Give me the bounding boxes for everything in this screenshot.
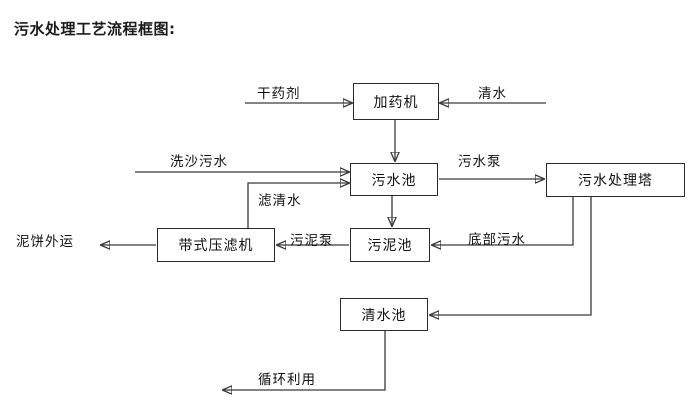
edge-label-filtered-water: 滤清水 bbox=[258, 193, 302, 209]
edge-label-sludge-pump: 污泥泵 bbox=[290, 233, 334, 249]
node-clean-water-pool[interactable]: 清水池 bbox=[340, 298, 428, 331]
node-label-belt-filter-press: 带式压滤机 bbox=[178, 238, 254, 254]
edge-label-clean-water: 清水 bbox=[478, 86, 507, 102]
edge-label-sewage-pump: 污水泵 bbox=[458, 154, 502, 170]
node-wastewater-pool[interactable]: 污水池 bbox=[350, 163, 438, 196]
edge-label-dry-chemical: 干药剂 bbox=[257, 86, 301, 102]
node-label-treatment-tower: 污水处理塔 bbox=[578, 173, 653, 189]
node-label-wastewater-pool: 污水池 bbox=[371, 172, 417, 189]
node-treatment-tower[interactable]: 污水处理塔 bbox=[546, 163, 685, 197]
node-label-clean-water-pool: 清水池 bbox=[361, 307, 407, 324]
node-sludge-pool[interactable]: 污泥池 bbox=[350, 228, 430, 262]
connector-tower-to-clean-water-pool bbox=[430, 197, 592, 315]
node-label-dosing-machine: 加药机 bbox=[373, 94, 419, 111]
node-belt-filter-press[interactable]: 带式压滤机 bbox=[157, 228, 275, 262]
edge-label-mud-cake-transport: 泥饼外运 bbox=[16, 234, 74, 250]
edge-label-recycling-reuse: 循环利用 bbox=[258, 372, 316, 388]
edge-label-bottom-sewage: 底部污水 bbox=[468, 232, 526, 248]
node-dosing-machine[interactable]: 加药机 bbox=[353, 83, 439, 120]
edge-label-sand-wash-sewage: 洗沙污水 bbox=[170, 154, 228, 170]
page-title: 污水处理工艺流程框图: bbox=[14, 20, 176, 38]
node-label-sludge-pool: 污泥池 bbox=[367, 238, 413, 254]
